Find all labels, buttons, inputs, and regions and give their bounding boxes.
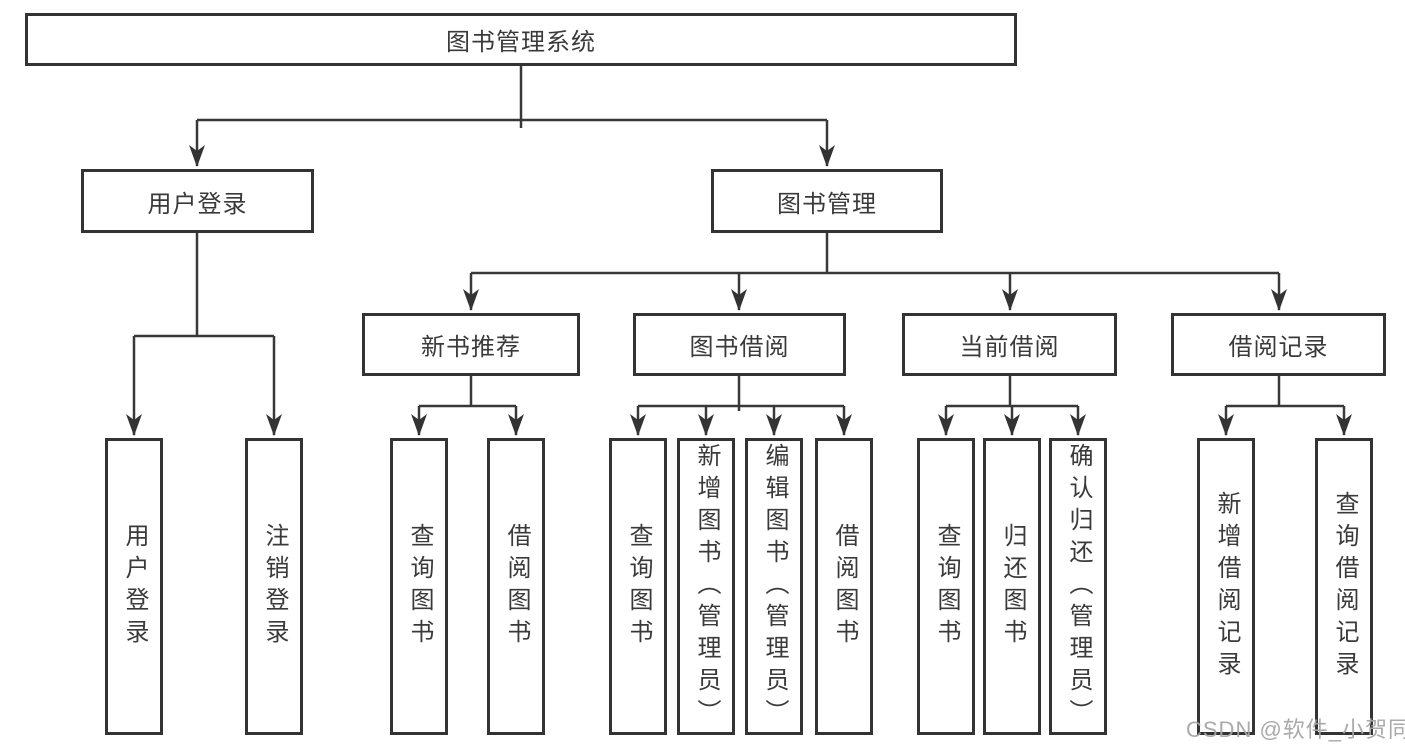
leaf-label: 借阅图书 — [503, 522, 530, 651]
leaf-user-login: 用户登录 — [105, 438, 163, 735]
node-label: 新书推荐 — [421, 334, 521, 361]
leaf-label: 新增借阅记录 — [1213, 490, 1240, 683]
node-root-library-system: 图书管理系统 — [25, 13, 1017, 66]
leaf-add-books-admin: 新增图书（管理员） — [677, 438, 735, 735]
node-label: 图书借阅 — [689, 334, 790, 361]
leaf-query-books-borrow: 查询图书 — [609, 438, 667, 735]
leaf-label: 查询图书 — [406, 522, 433, 651]
node-label: 用户登录 — [147, 190, 248, 218]
leaf-label: 确认归还（管理员） — [1065, 442, 1092, 731]
node-label: 图书管理系统 — [446, 29, 596, 56]
node-label: 图书管理 — [777, 190, 877, 218]
node-borrow-records: 借阅记录 — [1171, 313, 1386, 376]
leaf-confirm-return-admin: 确认归还（管理员） — [1049, 438, 1107, 735]
leaf-label: 新增图书（管理员） — [693, 442, 720, 731]
leaf-logout: 注销登录 — [245, 438, 303, 735]
leaf-borrow-books-recommend: 借阅图书 — [487, 438, 545, 735]
leaf-edit-books-admin: 编辑图书（管理员） — [745, 438, 803, 735]
leaf-label: 归还图书 — [999, 522, 1026, 651]
node-label: 当前借阅 — [959, 334, 1060, 361]
leaf-label: 查询借阅记录 — [1331, 490, 1358, 683]
leaf-query-borrow-record: 查询借阅记录 — [1315, 438, 1373, 735]
node-book-management: 图书管理 — [711, 169, 943, 233]
node-label: 借阅记录 — [1228, 334, 1329, 361]
leaf-add-borrow-record: 新增借阅记录 — [1197, 438, 1255, 735]
leaf-borrow-books: 借阅图书 — [815, 438, 873, 735]
node-user-login: 用户登录 — [81, 169, 314, 233]
leaf-label: 查询图书 — [625, 522, 652, 651]
leaf-label: 查询图书 — [933, 522, 960, 651]
node-current-borrow: 当前借阅 — [902, 313, 1117, 376]
leaf-return-books: 归还图书 — [983, 438, 1041, 735]
csdn-watermark: CSDN @软件_小贺同学 — [1186, 717, 1405, 742]
leaf-query-books-current: 查询图书 — [917, 438, 975, 735]
leaf-label: 注销登录 — [261, 522, 288, 651]
node-new-book-recommend: 新书推荐 — [362, 313, 580, 376]
leaf-label: 借阅图书 — [831, 522, 858, 651]
leaf-label: 用户登录 — [121, 522, 148, 651]
node-book-borrow: 图书借阅 — [633, 313, 846, 376]
leaf-label: 编辑图书（管理员） — [761, 442, 788, 731]
leaf-query-books-recommend: 查询图书 — [390, 438, 448, 735]
